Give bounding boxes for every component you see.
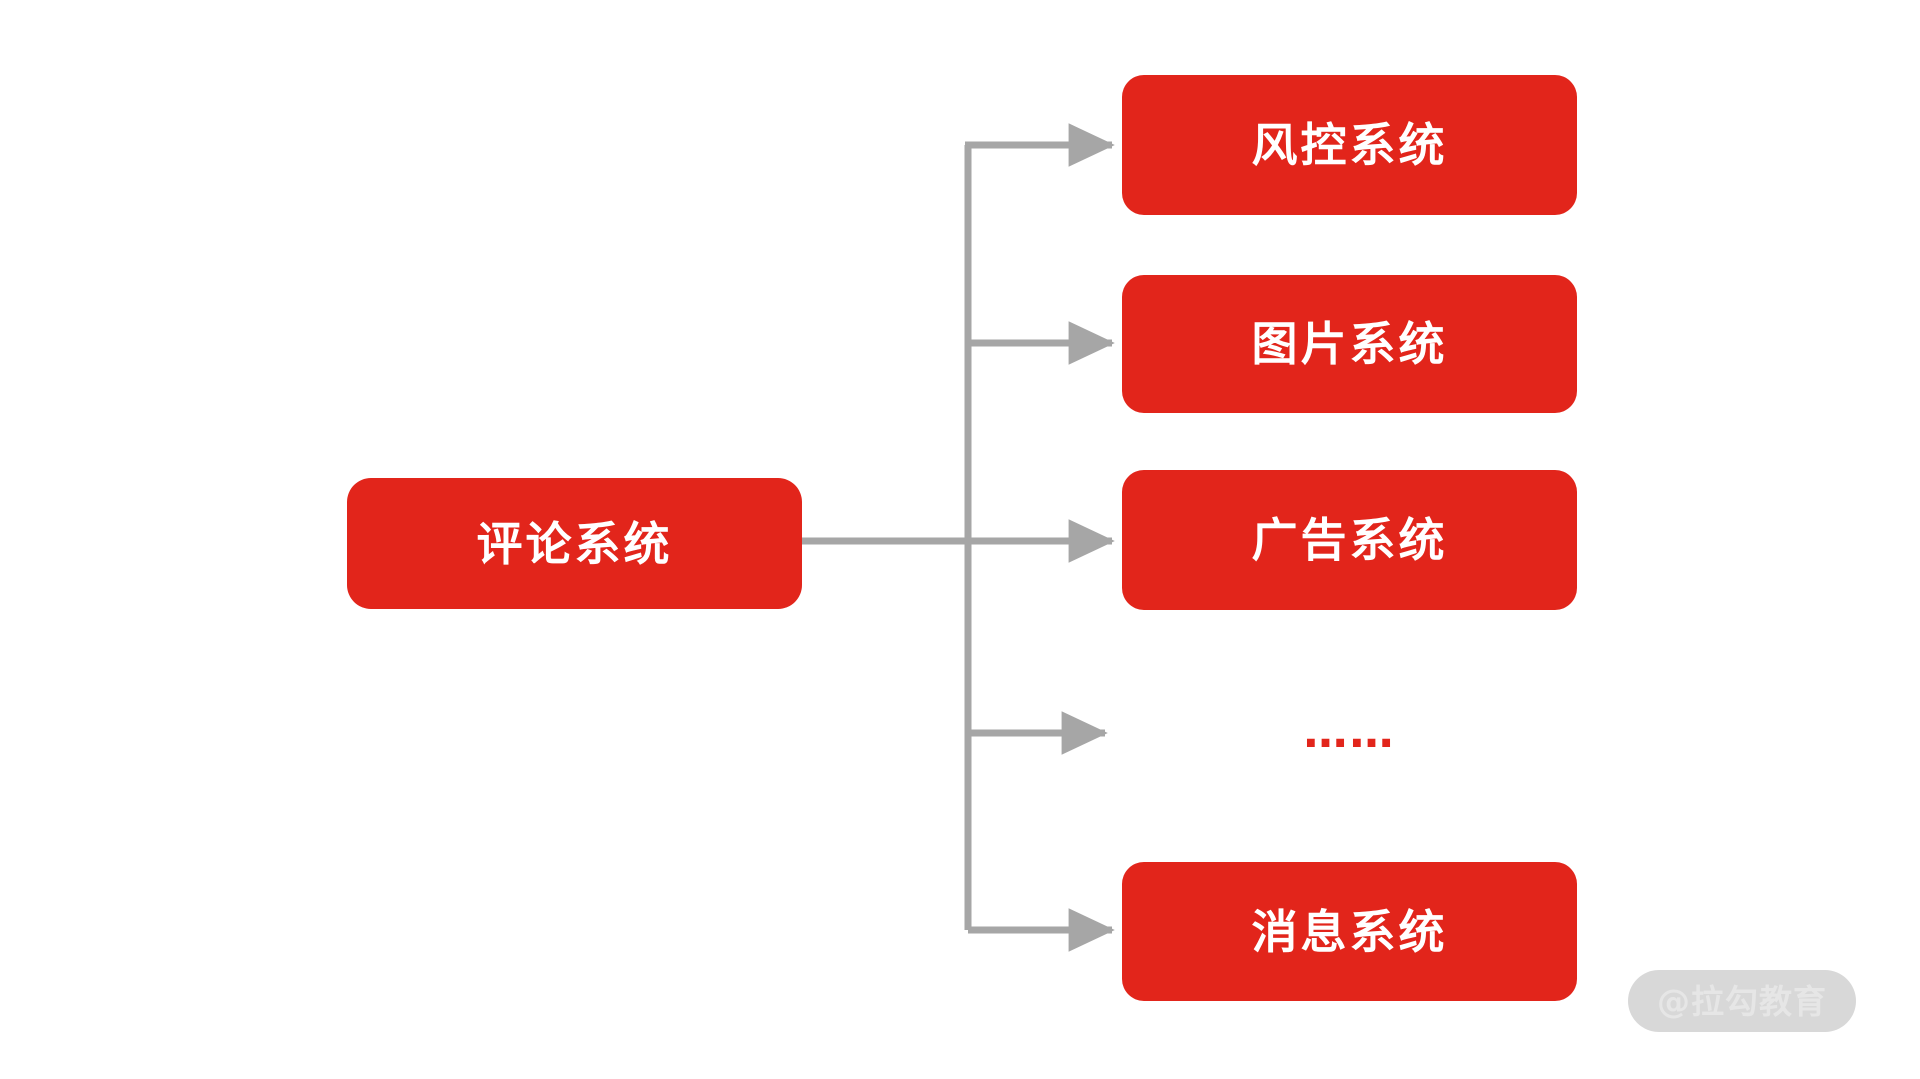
node-label-comment-system: 评论系统 [476, 516, 673, 571]
ellipsis-label: …… [1303, 707, 1396, 758]
node-advertising-system[interactable]: 广告系统 [1122, 470, 1577, 610]
node-label-risk-control-system: 风控系统 [1251, 118, 1448, 172]
node-comment-system[interactable]: 评论系统 [347, 478, 802, 609]
watermark-text: @拉勾教育 [1657, 981, 1827, 1021]
node-ellipsis-placeholder: …… [1122, 700, 1577, 766]
node-label-image-system: 图片系统 [1251, 317, 1448, 371]
node-label-message-system: 消息系统 [1251, 904, 1448, 959]
watermark-badge: @拉勾教育 [1628, 970, 1856, 1032]
node-image-system[interactable]: 图片系统 [1122, 275, 1577, 413]
node-message-system[interactable]: 消息系统 [1122, 862, 1577, 1001]
node-label-advertising-system: 广告系统 [1251, 513, 1448, 567]
node-risk-control-system[interactable]: 风控系统 [1122, 75, 1577, 215]
